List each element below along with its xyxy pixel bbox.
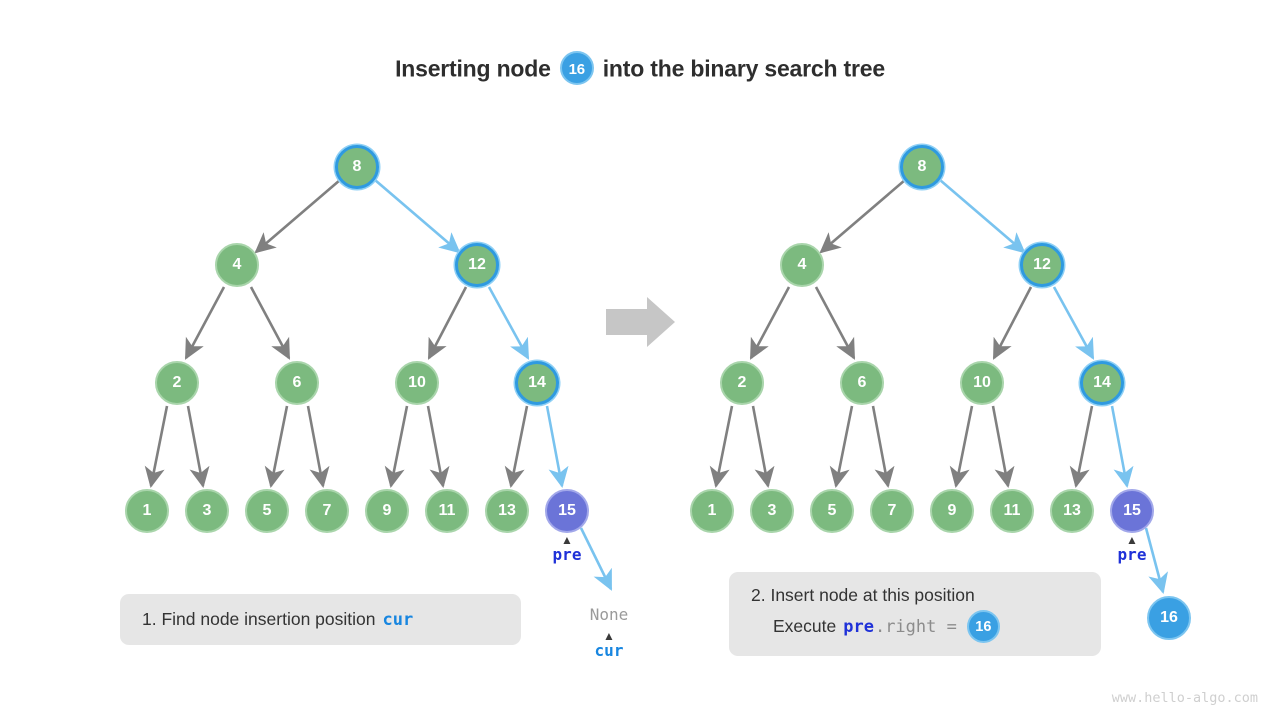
tree-node-10[interactable]: 10 [960,361,1004,405]
none-value-label: None [589,605,629,624]
title-text-after: into the binary search tree [602,55,885,82]
callout-step-2-node-badge-16: 16 [966,610,1000,643]
caret-up-icon: ▲ [1126,533,1138,547]
tree-node-3[interactable]: 3 [750,489,794,533]
pre-pointer-text: pre [552,545,582,564]
pre-pointer-label: ▲ pre [552,533,582,564]
tree-node-12[interactable]: 12 [1020,243,1064,287]
callout-step-1-keyword: cur [382,609,414,630]
tree-node-14[interactable]: 14 [1080,361,1124,405]
tree-node-13[interactable]: 13 [1050,489,1094,533]
pre-pointer-label: ▲ pre [1117,533,1147,564]
tree-node-6[interactable]: 6 [275,361,319,405]
tree-node-1[interactable]: 1 [125,489,169,533]
title-text-before: Inserting node [395,55,551,82]
page-title: Inserting node 16 into the binary search t… [0,51,1280,86]
tree-node-2[interactable]: 2 [720,361,764,405]
cur-pointer-label: ▲ cur [594,629,624,660]
tree-node-3[interactable]: 3 [185,489,229,533]
tree-node-10[interactable]: 10 [395,361,439,405]
tree-node-5[interactable]: 5 [245,489,289,533]
title-node-badge-16: 16 [559,51,594,85]
caret-up-icon: ▲ [561,533,573,547]
cur-pointer-text: cur [594,641,624,660]
tree-node-1[interactable]: 1 [690,489,734,533]
tree-node-14[interactable]: 14 [515,361,559,405]
watermark: www.hello-algo.com [1111,690,1258,706]
tree-node-11[interactable]: 11 [425,489,469,533]
callout-step-2: 2. Insert node at this position Execute … [729,572,1101,656]
tree-node-15[interactable]: 15 [1110,489,1154,533]
tree-node-9[interactable]: 9 [365,489,409,533]
tree-node-2[interactable]: 2 [155,361,199,405]
callout-step-2-code: .right = [874,616,957,637]
tree-node-8[interactable]: 8 [900,145,944,189]
callout-step-2-pre-keyword: pre [843,616,874,637]
tree-node-4[interactable]: 4 [780,243,824,287]
callout-step-1-text: 1. Find node insertion position [142,609,376,629]
tree-node-15[interactable]: 15 [545,489,589,533]
pre-pointer-text: pre [1117,545,1147,564]
tree-node-4[interactable]: 4 [215,243,259,287]
tree-node-8[interactable]: 8 [335,145,379,189]
tree-node-13[interactable]: 13 [485,489,529,533]
tree-node-16-inserted[interactable]: 16 [1147,596,1191,640]
caret-up-icon: ▲ [603,629,615,643]
tree-node-9[interactable]: 9 [930,489,974,533]
tree-node-7[interactable]: 7 [870,489,914,533]
tree-node-7[interactable]: 7 [305,489,349,533]
callout-step-1: 1. Find node insertion position cur [120,594,521,645]
callout-step-2-prefix: Execute [773,616,837,636]
tree-node-11[interactable]: 11 [990,489,1034,533]
callout-step-2-line1: 2. Insert node at this position [751,585,975,605]
tree-node-12[interactable]: 12 [455,243,499,287]
transition-arrow-icon [606,297,675,347]
tree-node-5[interactable]: 5 [810,489,854,533]
tree-node-6[interactable]: 6 [840,361,884,405]
